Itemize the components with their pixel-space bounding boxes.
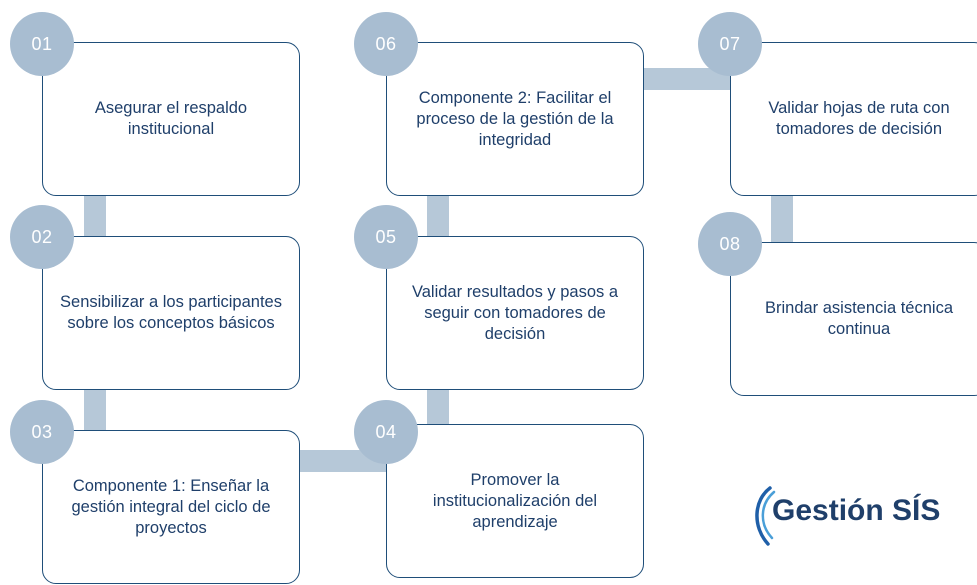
step-box-03: Componente 1: Enseñar la gestión integra… xyxy=(42,430,300,584)
step-number-06: 06 xyxy=(354,12,418,76)
connector-02-03 xyxy=(84,388,106,432)
step-text: Validar resultados y pasos a seguir con … xyxy=(411,282,619,343)
step-box-02: Sensibilizar a los participantes sobre l… xyxy=(42,236,300,390)
step-box-06: Componente 2: Facilitar el proceso de la… xyxy=(386,42,644,196)
step-text: Componente 1: Enseñar la gestión integra… xyxy=(71,476,271,537)
step-text: Asegurar el respaldo institucional xyxy=(94,99,248,138)
connector-06-07 xyxy=(642,68,734,90)
step-text: Brindar asistencia técnica continua xyxy=(764,299,953,338)
step-text: Sensibilizar a los participantes sobre l… xyxy=(60,293,282,332)
connector-04-05 xyxy=(427,388,449,428)
logo-arc-icon xyxy=(755,486,776,546)
step-box-05: Validar resultados y pasos a seguir con … xyxy=(386,236,644,390)
step-text: Promover la institucionalización del apr… xyxy=(432,470,598,531)
step-box-07: Validar hojas de ruta con tomadores de d… xyxy=(730,42,977,196)
step-number-07: 07 xyxy=(698,12,762,76)
connector-05-06 xyxy=(427,194,449,238)
step-text: Validar hojas de ruta con tomadores de d… xyxy=(768,99,950,138)
step-number-05: 05 xyxy=(354,205,418,269)
step-box-08: Brindar asistencia técnica continua xyxy=(730,242,977,396)
connector-01-02 xyxy=(84,194,106,238)
logo-text: Gestión SÍS xyxy=(772,494,941,527)
step-number-02: 02 xyxy=(10,205,74,269)
step-box-01: Asegurar el respaldo institucional xyxy=(42,42,300,196)
gestion-sis-logo: Gestión SÍS xyxy=(748,482,948,552)
step-text: Componente 2: Facilitar el proceso de la… xyxy=(416,88,614,149)
step-number-01: 01 xyxy=(10,12,74,76)
step-number-04: 04 xyxy=(354,400,418,464)
connector-07-08 xyxy=(771,194,793,244)
step-number-03: 03 xyxy=(10,400,74,464)
step-number-08: 08 xyxy=(698,212,762,276)
step-box-04: Promover la institucionalización del apr… xyxy=(386,424,644,578)
